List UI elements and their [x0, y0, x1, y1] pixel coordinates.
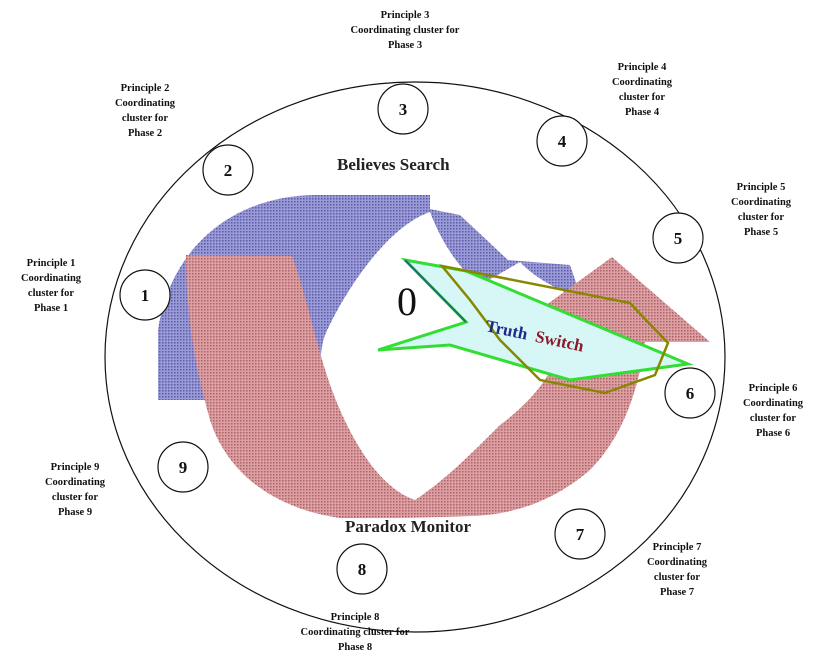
- principle-8-title: Principle 8: [330, 612, 380, 623]
- principle-6-line3: Phase 6: [755, 428, 791, 439]
- node-5: 5: [652, 212, 704, 264]
- node-2: 2: [202, 144, 254, 196]
- principle-6-title: Principle 6: [748, 383, 798, 394]
- node-8: 8: [336, 543, 388, 595]
- principle-2-title: Principle 2: [120, 83, 170, 94]
- node-9: 9: [157, 441, 209, 493]
- principle-3-title: Principle 3: [380, 10, 430, 21]
- principle-2-line1: Coordinating: [114, 98, 176, 109]
- principle-9-line3: Phase 9: [57, 507, 93, 518]
- principle-2-line3: Phase 2: [127, 128, 163, 139]
- principle-1-title: Principle 1: [26, 258, 76, 269]
- node-4: 4: [536, 115, 588, 167]
- principle-9-line2: cluster for: [51, 492, 99, 503]
- principle-4-line2: cluster for: [618, 92, 666, 103]
- principle-8-line1: Coordinating cluster for: [300, 627, 410, 638]
- principle-3-label: Principle 3 Coordinating cluster for Pha…: [300, 8, 510, 53]
- svg-text:2: 2: [224, 161, 233, 180]
- principle-7-title: Principle 7: [652, 542, 702, 553]
- outer-ring: [104, 81, 726, 633]
- principle-1-line1: Coordinating: [20, 273, 82, 284]
- center-zero: 0: [397, 279, 417, 324]
- svg-text:6: 6: [686, 384, 695, 403]
- svg-text:8: 8: [358, 560, 367, 579]
- svg-text:7: 7: [576, 525, 585, 544]
- principle-4-line1: Coordinating: [611, 77, 673, 88]
- principle-5-title: Principle 5: [736, 182, 786, 193]
- principle-1-label: Principle 1 Coordinating cluster for Pha…: [10, 256, 92, 316]
- svg-text:4: 4: [558, 132, 567, 151]
- principle-3-line2: Phase 3: [387, 40, 423, 51]
- principle-6-label: Principle 6 Coordinating cluster for Pha…: [728, 381, 818, 441]
- believes-search-label: Believes Search: [337, 155, 450, 174]
- principle-1-line3: Phase 1: [33, 303, 69, 314]
- principle-2-line2: cluster for: [121, 113, 169, 124]
- svg-text:3: 3: [399, 100, 408, 119]
- principle-8-line2: Phase 8: [337, 642, 373, 653]
- principle-5-line3: Phase 5: [743, 227, 779, 238]
- principle-3-line1: Coordinating cluster for: [350, 25, 460, 36]
- truth-switch-polygon: [438, 264, 670, 395]
- principle-9-label: Principle 9 Coordinating cluster for Pha…: [30, 460, 120, 520]
- lightning-bolt: [377, 257, 694, 382]
- principle-6-line1: Coordinating: [742, 398, 804, 409]
- principle-9-line1: Coordinating: [44, 477, 106, 488]
- principle-2-label: Principle 2 Coordinating cluster for Pha…: [100, 81, 190, 141]
- principle-5-label: Principle 5 Coordinating cluster for Pha…: [716, 180, 806, 240]
- principle-7-line1: Coordinating: [646, 557, 708, 568]
- principle-8-label: Principle 8 Coordinating cluster for Pha…: [250, 610, 460, 655]
- bolt-inner-line: [404, 259, 467, 323]
- node-6: 6: [664, 367, 716, 419]
- paradox-monitor-label: Paradox Monitor: [345, 517, 472, 536]
- node-7: 7: [554, 508, 606, 560]
- node-1: 1: [119, 269, 171, 321]
- principle-5-line2: cluster for: [737, 212, 785, 223]
- svg-text:9: 9: [179, 458, 188, 477]
- principle-1-line2: cluster for: [27, 288, 75, 299]
- principle-6-line2: cluster for: [749, 413, 797, 424]
- svg-text:1: 1: [141, 286, 150, 305]
- principle-4-title: Principle 4: [617, 62, 667, 73]
- principle-4-line3: Phase 4: [624, 107, 660, 118]
- principle-7-line3: Phase 7: [659, 587, 695, 598]
- node-3: 3: [377, 83, 429, 135]
- principle-5-line1: Coordinating: [730, 197, 792, 208]
- principle-4-label: Principle 4 Coordinating cluster for Pha…: [597, 60, 687, 120]
- principle-7-label: Principle 7 Coordinating cluster for Pha…: [632, 540, 722, 600]
- principle-9-title: Principle 9: [50, 462, 100, 473]
- principle-7-line2: cluster for: [653, 572, 701, 583]
- svg-text:5: 5: [674, 229, 683, 248]
